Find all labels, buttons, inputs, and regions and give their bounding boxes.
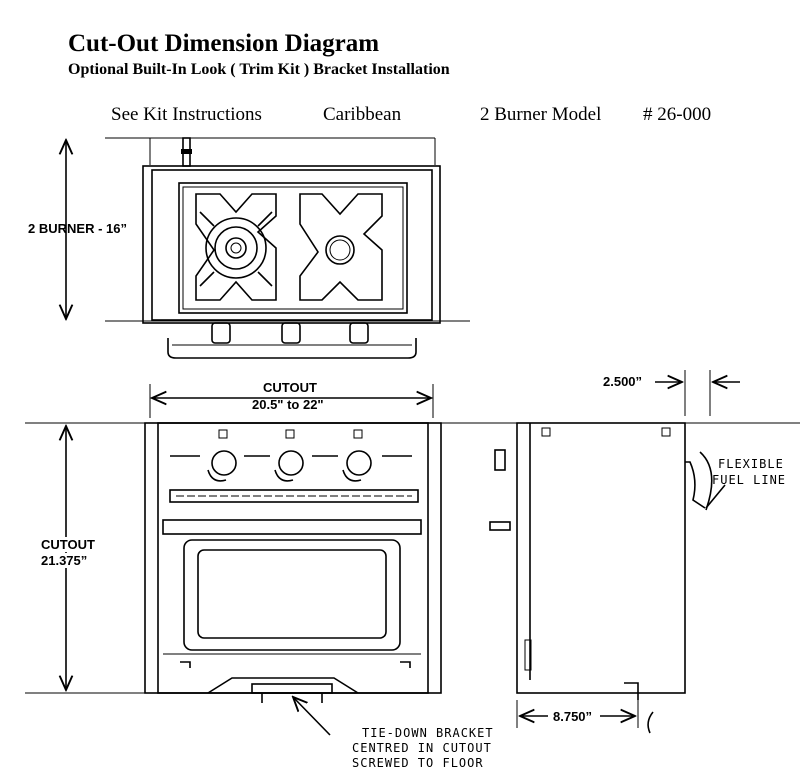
fuel-line-note-2: FUEL LINE — [712, 473, 787, 487]
cutout-height-label: CUTOUT — [41, 537, 95, 552]
side-offset-label: 2.500” — [603, 374, 643, 389]
bracket-offset-label: 8.750” — [553, 709, 593, 724]
model-label: 2 Burner Model — [480, 104, 602, 125]
fuel-line-note-1: FLEXIBLE — [718, 457, 784, 471]
bracket-note-2: CENTRED IN CUTOUT — [352, 741, 492, 755]
bracket-note-3: SCREWED TO FLOOR — [352, 756, 484, 770]
page-subtitle: Optional Built-In Look ( Trim Kit ) Brac… — [68, 61, 450, 78]
page-title: Cut-Out Dimension Diagram — [68, 30, 380, 57]
cutout-width-label: CUTOUT — [263, 380, 317, 395]
part-number-label: # 26-000 — [643, 104, 712, 125]
top-depth-label: 2 BURNER - 16” — [28, 221, 127, 236]
brand-label: Caribbean — [323, 104, 402, 125]
bracket-note-1: TIE-DOWN BRACKET — [362, 726, 494, 740]
top-view — [66, 137, 470, 359]
instructions-label: See Kit Instructions — [111, 104, 262, 125]
cutout-height-value: 21.375” — [41, 553, 88, 568]
front-view — [25, 384, 470, 736]
cutout-width-value: 20.5" to 22" — [252, 397, 324, 412]
side-view — [470, 370, 800, 734]
